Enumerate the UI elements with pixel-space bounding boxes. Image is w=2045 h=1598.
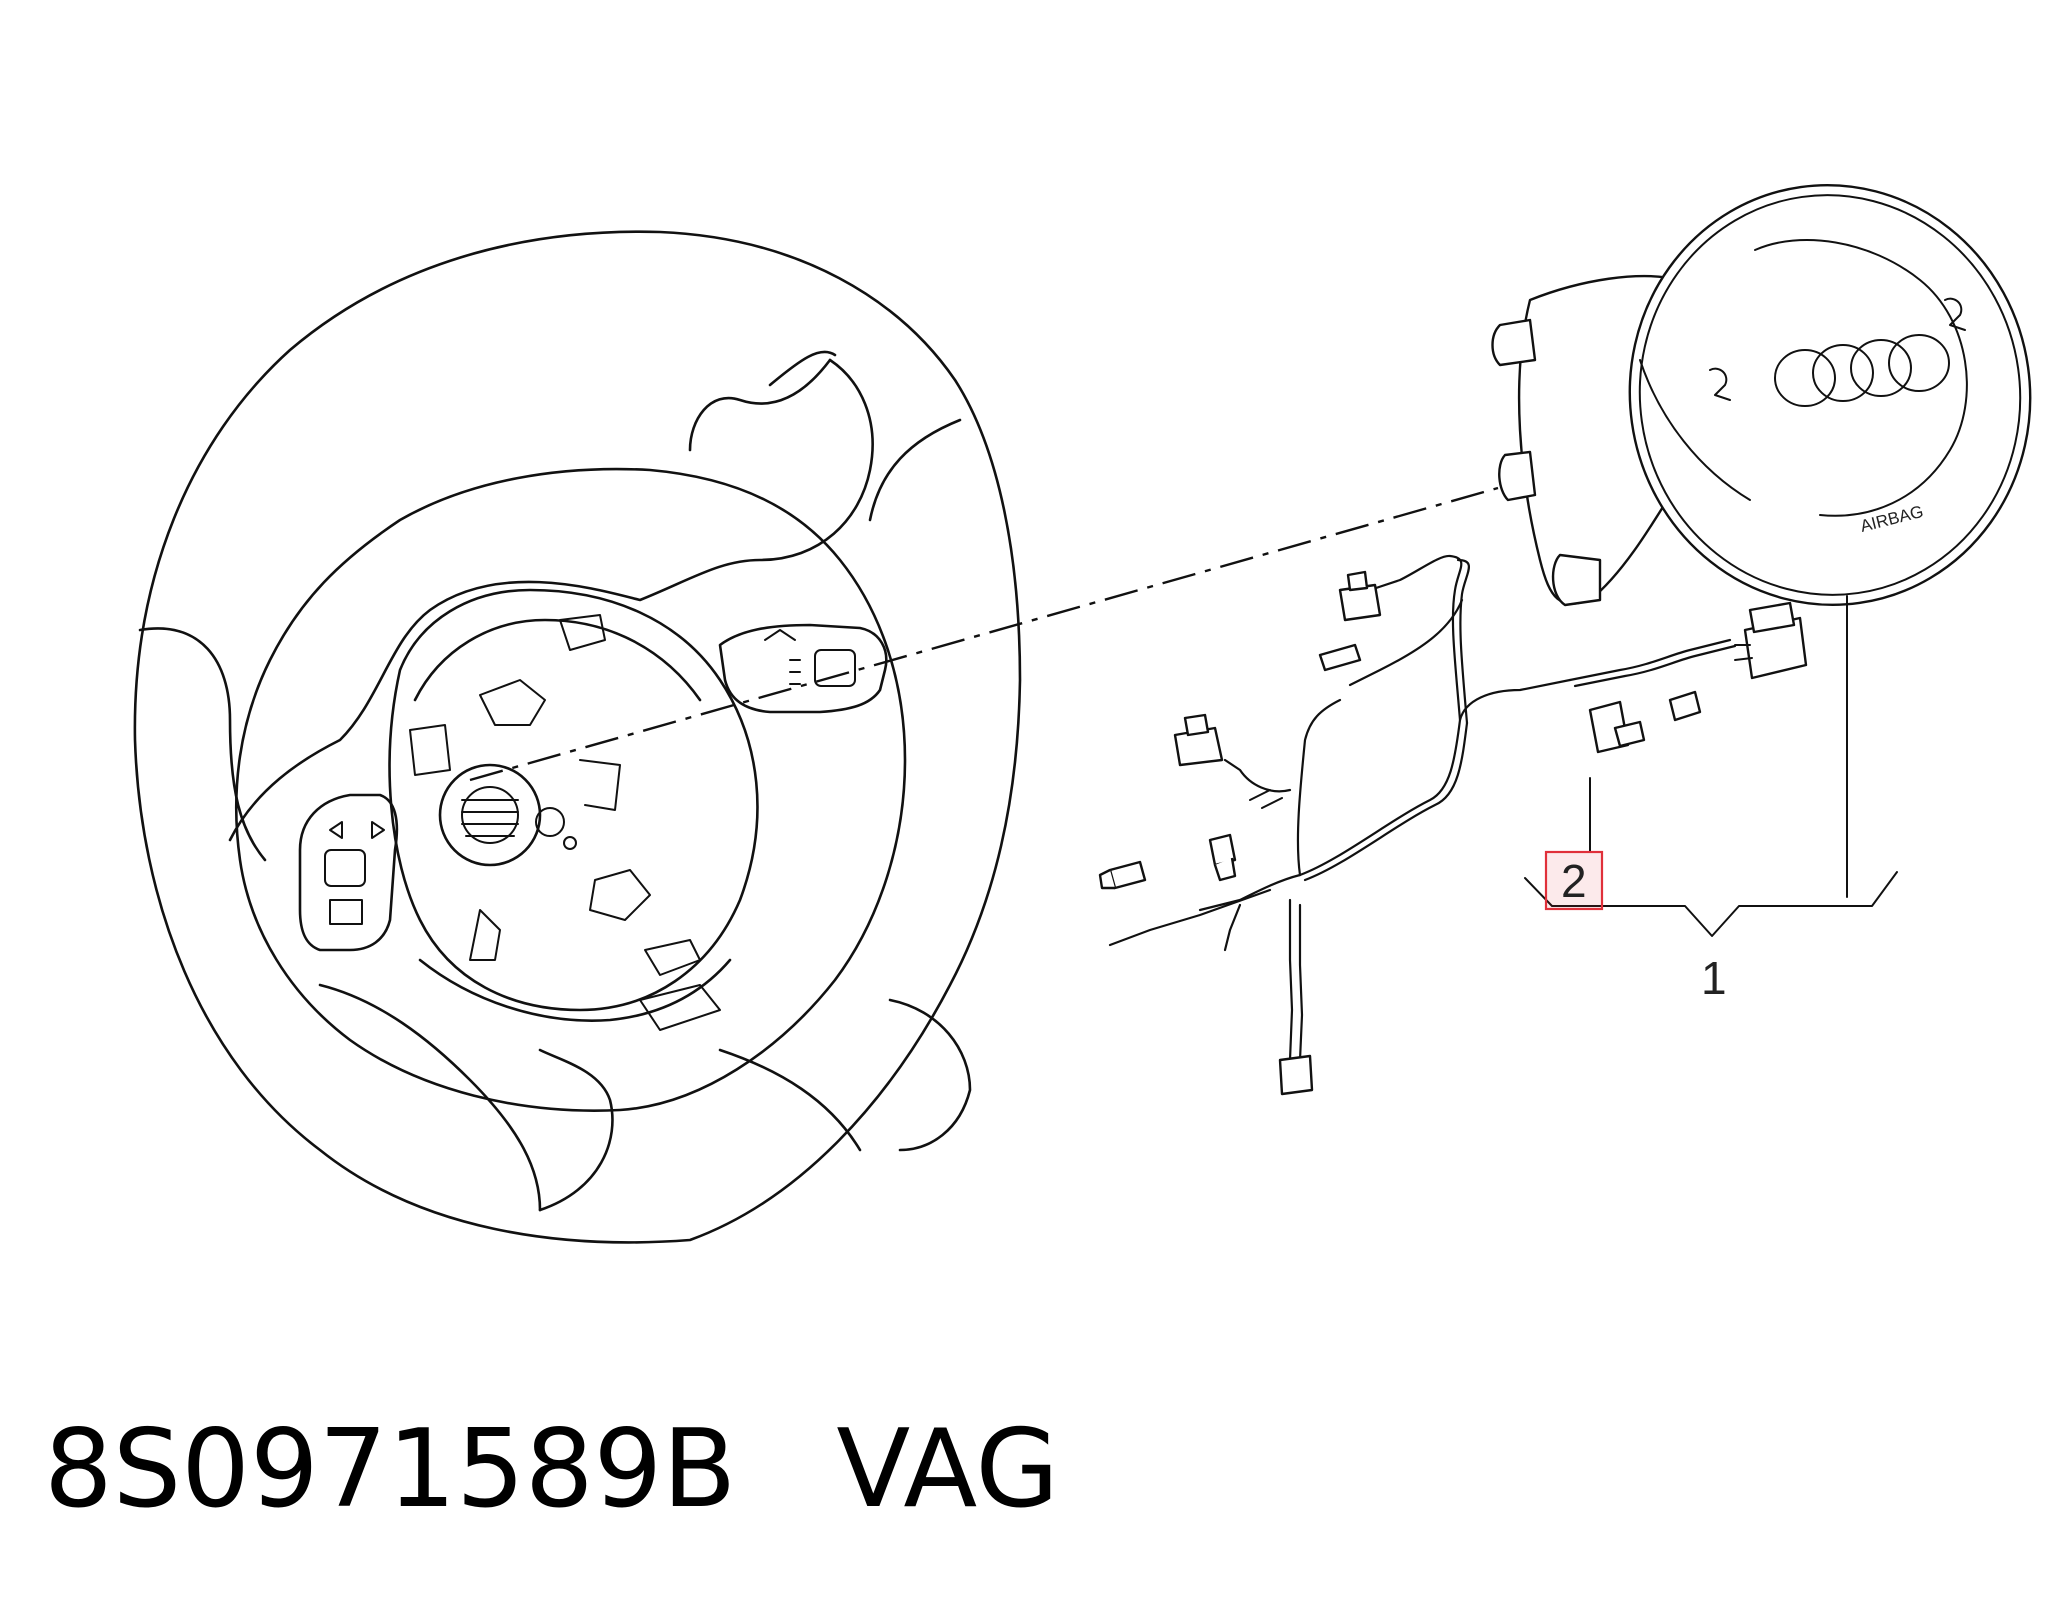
steering-wheel-inner-rim — [234, 467, 907, 1112]
hub-center — [438, 763, 542, 867]
callout-2-label: 2 — [1561, 855, 1587, 907]
airbag-module: AIRBAG — [1491, 183, 2032, 607]
connector — [1318, 643, 1362, 672]
steering-wheel-outer-rim — [133, 230, 1022, 1244]
airbag-mount-lug — [1491, 318, 1537, 367]
lower-grip — [318, 983, 542, 1212]
connector — [1278, 1054, 1314, 1096]
connector — [1668, 690, 1702, 722]
horn-icon — [1709, 367, 1731, 401]
steering-wheel — [133, 230, 1022, 1244]
audi-rings-logo — [1774, 334, 1950, 407]
assembly-leader-line — [469, 486, 1499, 782]
callout-1-label: 1 — [1701, 952, 1727, 1004]
left-spoke-button — [324, 849, 366, 887]
wiring-harness — [1098, 554, 1808, 1096]
upper-grip — [138, 627, 267, 862]
right-spoke-button — [814, 649, 856, 687]
callout-1-bracket — [1524, 871, 1898, 937]
callouts: 2 1 — [1524, 595, 1898, 1004]
connector — [1108, 860, 1147, 890]
part-info: 8S0971589B VAG — [44, 1410, 1059, 1530]
connector — [1338, 583, 1382, 622]
connector — [1208, 833, 1237, 867]
callout-2-highlight-box — [1544, 850, 1604, 911]
horn-icon — [1944, 297, 1966, 331]
part-number: 8S0971589B — [44, 1407, 737, 1532]
brand-name: VAG — [836, 1407, 1060, 1532]
steering-hub — [388, 588, 759, 1012]
